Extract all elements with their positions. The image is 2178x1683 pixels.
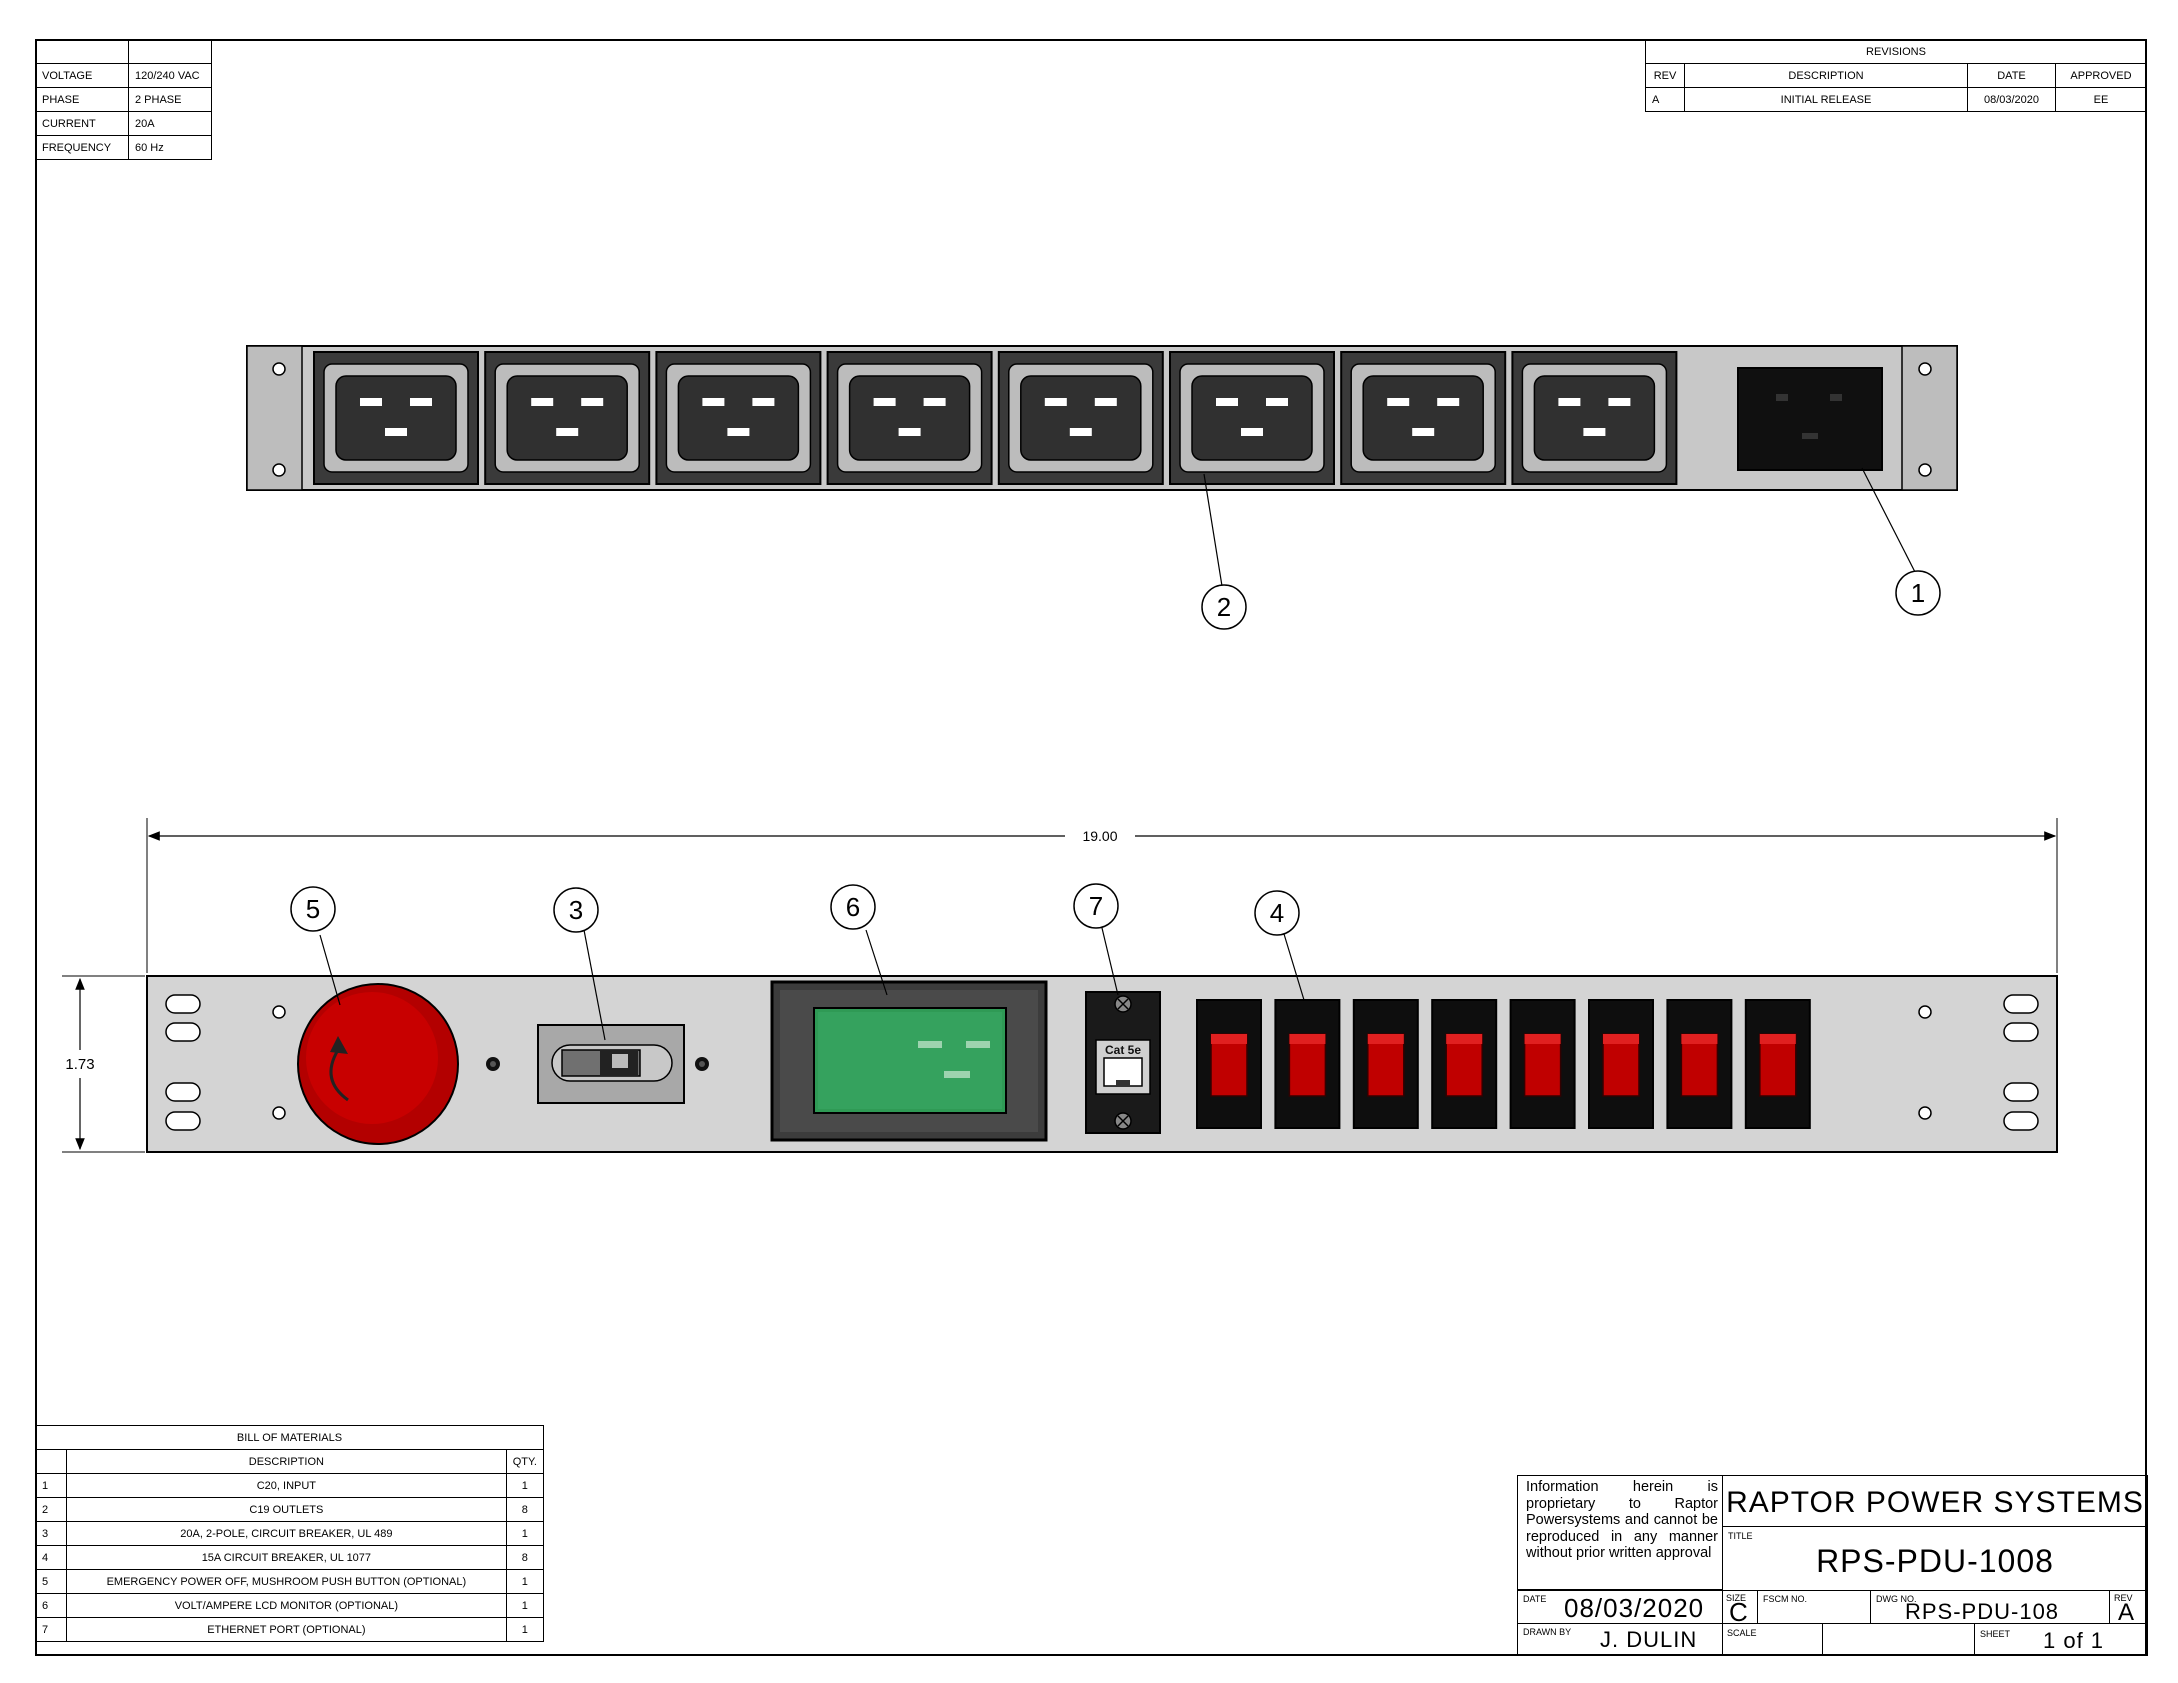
revisions-title: REVISIONS	[1645, 39, 2147, 64]
rocker-switch	[1744, 999, 1811, 1129]
main-breaker	[486, 1024, 709, 1104]
callout-1: 1	[1895, 570, 1941, 616]
mount-hole-icon	[1918, 362, 1932, 376]
mount-hole-icon	[272, 362, 286, 376]
revision-row: A INITIAL RELEASE 08/03/2020 EE	[1645, 87, 2147, 112]
rocker-switch	[1509, 999, 1576, 1129]
size-label: SIZE	[1726, 1593, 1747, 1603]
date-label: DATE	[1523, 1594, 1547, 1604]
title-label: TITLE	[1728, 1531, 1753, 1541]
drawing-title: RPS-PDU-1008	[1816, 1543, 2054, 1579]
revisions-table: REVISIONS REV DESCRIPTION DATE APPROVED …	[1645, 39, 2147, 112]
rack-slot-icon	[2003, 1022, 2039, 1042]
rack-slot-icon	[165, 1022, 201, 1042]
mount-hole-icon	[272, 463, 286, 477]
rotate-arrow-icon	[329, 1049, 349, 1102]
rear-view	[246, 345, 1958, 587]
lcd-monitor	[770, 980, 1048, 1142]
rack-slot-icon	[2003, 994, 2039, 1014]
company-name: RAPTOR POWER SYSTEMS	[1726, 1486, 2144, 1519]
callout-balloons: 1 2 3 4 5 6 7	[290, 570, 1941, 936]
fscm-label: FSCM NO.	[1763, 1594, 1807, 1604]
rocker-switch	[1274, 999, 1341, 1129]
rocker-switch	[1588, 999, 1654, 1129]
callout-5: 5	[290, 886, 336, 932]
drawing-size: C	[1729, 1597, 1749, 1627]
callout-2-label: 2	[1217, 592, 1231, 622]
rocker-switch	[1196, 999, 1262, 1129]
bom-title: BILL OF MATERIALS	[35, 1425, 544, 1450]
rev-label: REV	[2114, 1593, 2133, 1603]
drawn-by: J. DULIN	[1600, 1627, 1698, 1652]
rack-slot-icon	[165, 994, 201, 1014]
sheet-label: SHEET	[1980, 1629, 2011, 1639]
c19-outlet	[1169, 351, 1335, 485]
callout-1-label: 1	[1911, 578, 1925, 608]
rack-slot-icon	[165, 1082, 201, 1102]
front-view: 19.00 1.73	[62, 818, 2058, 1153]
screw-hole-icon	[1918, 1106, 1932, 1120]
scale-label: SCALE	[1727, 1628, 1757, 1638]
proprietary-notice: Information herein is proprietary to Rap…	[1526, 1479, 1718, 1561]
callout-6-label: 6	[846, 892, 860, 922]
mount-hole-icon	[1918, 463, 1932, 477]
drawn-by-label: DRAWN BY	[1523, 1627, 1572, 1637]
callout-3-label: 3	[569, 895, 583, 925]
ethernet-port: Cat 5e	[1085, 991, 1161, 1134]
rocker-switch	[1431, 999, 1498, 1129]
c19-outlet	[1511, 351, 1678, 485]
callout-3: 3	[553, 887, 599, 933]
dwg-label: DWG NO.	[1876, 1594, 1917, 1604]
jack-label: Cat 5e	[1105, 1043, 1141, 1057]
rocker-switch	[1666, 999, 1733, 1129]
rack-slot-icon	[2003, 1082, 2039, 1102]
rack-slot-icon	[165, 1111, 201, 1131]
callout-7-label: 7	[1089, 891, 1103, 921]
drawing-number: RPS-PDU-108	[1905, 1599, 2060, 1624]
c19-outlet	[313, 351, 479, 485]
c19-outlet	[655, 351, 822, 485]
sheet-number: 1 of 1	[2043, 1628, 2105, 1653]
rocker-switch	[1352, 999, 1419, 1129]
c19-outlet	[1340, 351, 1507, 485]
width-dimension: 19.00	[1082, 828, 1117, 844]
c19-outlet	[997, 351, 1164, 485]
height-dimension: 1.73	[65, 1056, 94, 1073]
screw-hole-icon	[272, 1106, 286, 1120]
callout-6: 6	[830, 884, 876, 930]
c19-outlet	[484, 351, 651, 485]
callout-2: 2	[1201, 584, 1247, 630]
screw-hole-icon	[1918, 1005, 1932, 1019]
callout-7: 7	[1073, 883, 1119, 929]
drawing-date: 08/03/2020	[1564, 1593, 1705, 1623]
callout-4: 4	[1254, 890, 1300, 936]
rack-slot-icon	[2003, 1111, 2039, 1131]
emergency-stop-button	[297, 983, 459, 1145]
drawing-rev: A	[2118, 1599, 2136, 1626]
drawing-border	[35, 39, 2147, 1656]
c19-outlet	[826, 351, 993, 485]
c20-inlet	[1737, 367, 1883, 471]
callout-5-label: 5	[306, 894, 320, 924]
callout-4-label: 4	[1270, 898, 1284, 928]
screw-hole-icon	[272, 1005, 286, 1019]
